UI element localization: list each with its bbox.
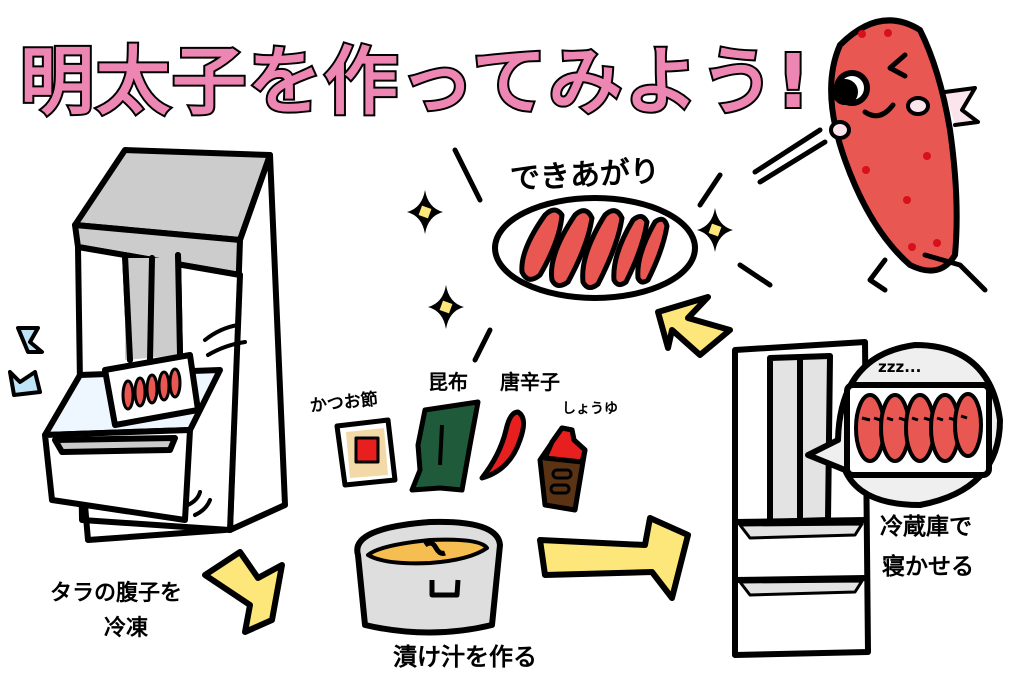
step-marinade-label: 漬け汁を作る <box>393 643 537 671</box>
page-title: 明太子を作ってみよう! <box>18 37 813 127</box>
arrow-icon-step2 <box>537 515 691 601</box>
done-label: できあがり <box>509 154 661 197</box>
fridge-bubble-text: zzz... <box>878 358 922 376</box>
freezer-illustration <box>8 147 288 543</box>
refrigerator-illustration <box>732 339 871 658</box>
arrow-icon-step1 <box>202 549 285 635</box>
step-freeze-label-line2: 冷凍 <box>104 616 149 641</box>
katsuobushi-icon <box>334 417 398 488</box>
ingredient-chili-label: 唐辛子 <box>500 370 560 394</box>
kombu-icon <box>409 399 481 493</box>
soy-sauce-bottle-icon <box>537 425 588 513</box>
arrow-icon-step3 <box>655 294 733 358</box>
ingredient-soy-sauce-label: しょうゆ <box>562 401 618 417</box>
pot-icon <box>354 518 503 636</box>
sparkle-icon <box>697 208 733 252</box>
chili-pepper-icon <box>479 409 526 481</box>
step-freeze-label-line1: タラの腹子を <box>50 581 183 606</box>
sparkle-icon <box>407 190 443 234</box>
finished-plate <box>452 147 773 363</box>
mentaiko-mascot <box>752 17 988 293</box>
step-fridge-label-line1: 冷蔵庫で <box>880 514 972 540</box>
sparkle-icon <box>428 285 464 329</box>
step-fridge-label-line2: 寝かせる <box>882 554 974 580</box>
fridge-zoom-bubble <box>805 342 1003 508</box>
ingredient-kombu-label: 昆布 <box>428 370 468 394</box>
